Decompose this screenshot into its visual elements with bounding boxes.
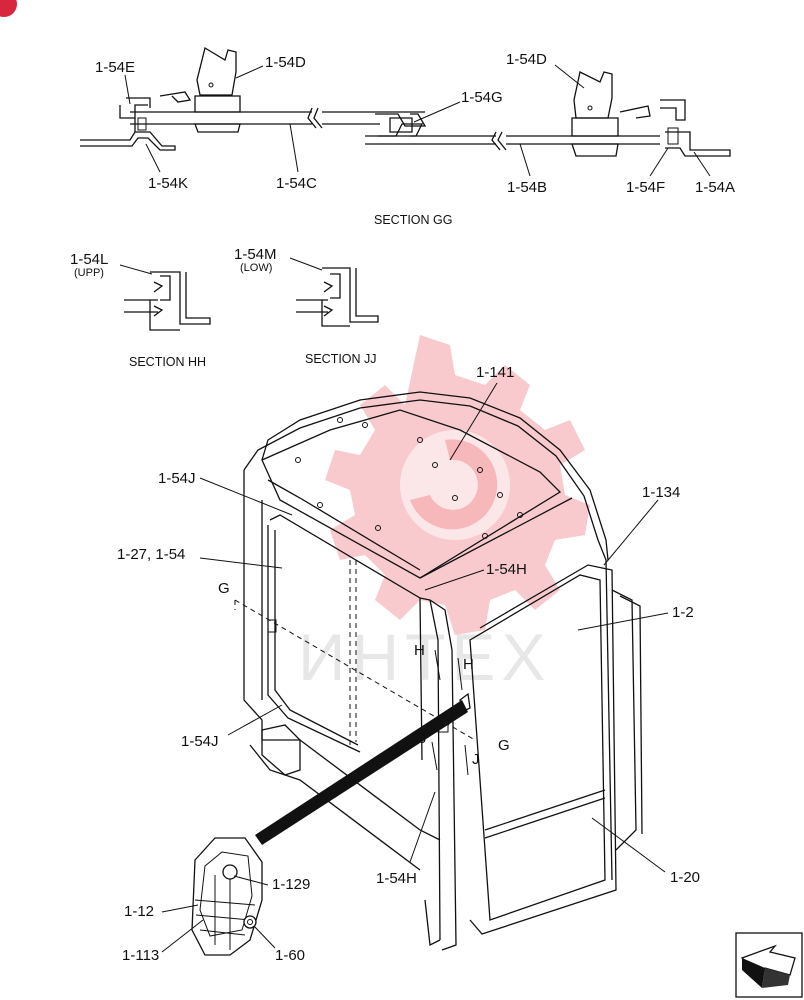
label-1-60: 1-60 [275, 947, 305, 964]
label-1-54E: 1-54E [95, 59, 135, 76]
label-section-j-right: J [472, 751, 480, 768]
label-1-54D-left: 1-54D [265, 54, 306, 71]
roof-bolt-icon [295, 417, 523, 539]
section-gg-drawing [80, 46, 731, 157]
label-1-54K: 1-54K [148, 175, 188, 192]
label-1-54A: 1-54A [695, 179, 735, 196]
label-1-54L-upp: (UPP) [74, 267, 104, 279]
section-gg-leaders [124, 64, 711, 177]
label-1-54M: 1-54M [234, 246, 277, 263]
label-1-54H-bottom: 1-54H [376, 870, 417, 887]
label-1-20: 1-20 [670, 869, 700, 886]
section-hh-drawing [119, 264, 211, 331]
label-section-h-left: H [414, 642, 425, 659]
label-1-54F: 1-54F [626, 179, 665, 196]
label-1-54D-right: 1-54D [506, 51, 547, 68]
corner-badge-icon [0, 0, 17, 17]
label-1-134: 1-134 [642, 484, 680, 501]
label-1-54J-top: 1-54J [158, 470, 196, 487]
section-jj-title: SECTION JJ [305, 352, 377, 366]
label-section-g-right: G [498, 737, 510, 754]
label-1-27-1-54: 1-27, 1-54 [117, 546, 185, 563]
detail-handle-drawing [191, 700, 468, 956]
label-1-54G: 1-54G [461, 89, 503, 106]
label-1-54J-bottom: 1-54J [181, 733, 219, 750]
label-1-2: 1-2 [672, 604, 694, 621]
label-1-54C: 1-54C [276, 175, 317, 192]
label-section-h-right: H [463, 656, 474, 673]
label-section-g-left: G [218, 580, 230, 597]
label-1-54H-top: 1-54H [486, 561, 527, 578]
watermark-gear-icon [325, 335, 590, 635]
next-page-arrow-icon[interactable] [735, 932, 803, 998]
main-leaders [161, 382, 669, 953]
label-1-129: 1-129 [272, 876, 310, 893]
section-hh-title: SECTION HH [129, 355, 206, 369]
label-1-54L: 1-54L [70, 251, 108, 268]
label-1-113: 1-113 [122, 947, 159, 964]
section-jj-drawing [289, 257, 379, 327]
label-1-12: 1-12 [124, 903, 154, 920]
label-1-54M-low: (LOW) [240, 262, 272, 274]
section-gg-title: SECTION GG [374, 213, 452, 227]
label-section-j-left: J [419, 730, 427, 747]
watermark-text: ИНТЕХ [298, 620, 551, 694]
cab-drawing [234, 391, 643, 951]
label-1-54B: 1-54B [507, 179, 547, 196]
label-1-141: 1-141 [476, 364, 514, 381]
